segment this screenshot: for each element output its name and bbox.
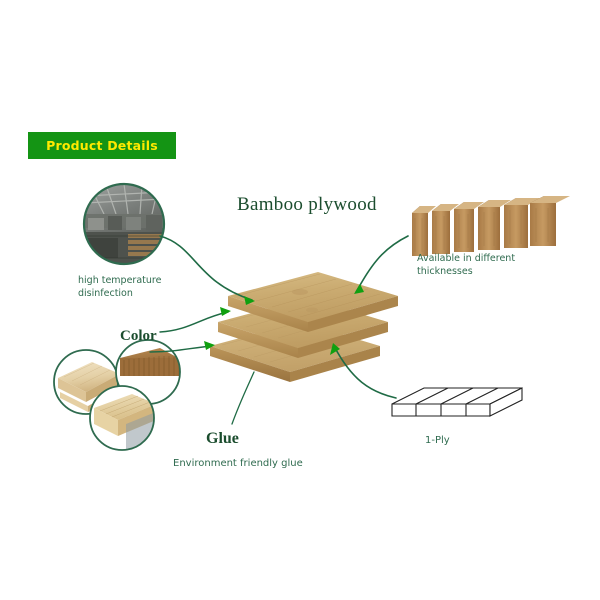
product-details-label: Product Details bbox=[46, 138, 158, 153]
plywood-board-bottom bbox=[210, 322, 380, 382]
label-environment-friendly-glue: Environment friendly glue bbox=[173, 458, 303, 469]
label-one-ply: 1-Ply bbox=[425, 435, 450, 446]
label-color: Color bbox=[120, 328, 157, 344]
one-ply-diagram bbox=[391, 387, 523, 417]
connector-arrows bbox=[149, 235, 409, 425]
label-high-temperature-disinfection: high temperature disinfection bbox=[78, 275, 162, 299]
color-swatches-figure bbox=[53, 339, 181, 451]
page-title: Bamboo plywood bbox=[237, 194, 377, 215]
plywood-board-top bbox=[228, 272, 398, 332]
product-details-banner: Product Details bbox=[28, 132, 176, 159]
plywood-boards-figure bbox=[210, 272, 398, 382]
label-glue: Glue bbox=[206, 430, 239, 447]
plywood-board-middle bbox=[218, 298, 388, 358]
thickness-samples-figure bbox=[412, 196, 570, 256]
disinfection-photo-circle bbox=[82, 182, 166, 266]
label-available-thicknesses: Available in different thicknesses bbox=[417, 253, 516, 277]
